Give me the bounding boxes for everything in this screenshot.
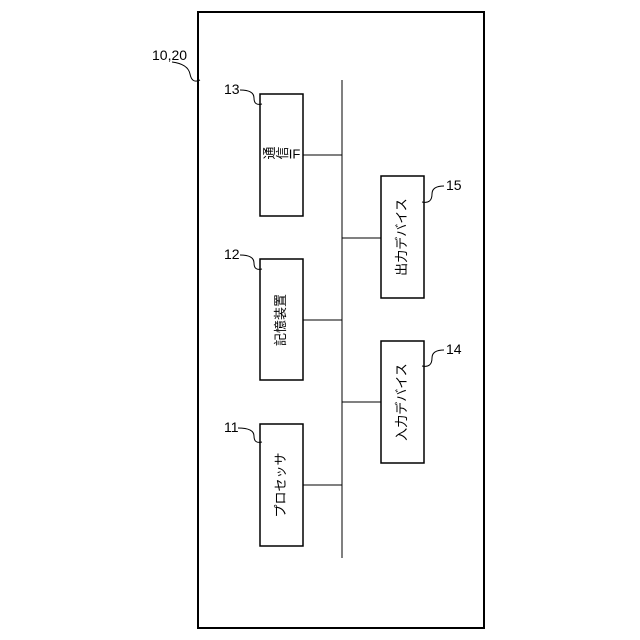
block-processor: プロセッサ <box>260 424 303 546</box>
device-leader-line <box>172 62 200 81</box>
block-output-device-ref: 15 <box>446 177 462 193</box>
block-comm-if-leader <box>240 90 262 104</box>
block-comm-if: 通信IF <box>260 94 303 216</box>
block-input-device-ref: 14 <box>446 341 462 357</box>
block-input-device: 入力デバイス <box>381 341 424 463</box>
block-input-device-leader <box>422 350 444 366</box>
block-storage-label: 記憶装置 <box>273 294 288 346</box>
block-processor-ref: 11 <box>224 419 239 435</box>
block-input-device-label: 入力デバイス <box>394 363 409 441</box>
block-output-device: 出力デバイス <box>381 176 424 298</box>
block-storage-leader <box>240 255 262 269</box>
block-comm-if-ref: 13 <box>224 81 240 97</box>
block-comm-if-label: 通信IF <box>263 146 301 161</box>
block-storage: 記憶装置 <box>260 259 303 380</box>
block-output-device-label: 出力デバイス <box>394 198 409 276</box>
block-processor-leader <box>238 428 262 442</box>
block-processor-label: プロセッサ <box>273 452 288 517</box>
block-output-device-leader <box>422 186 444 202</box>
block-storage-ref: 12 <box>224 246 240 262</box>
device-ref-label: 10,20 <box>152 47 187 63</box>
